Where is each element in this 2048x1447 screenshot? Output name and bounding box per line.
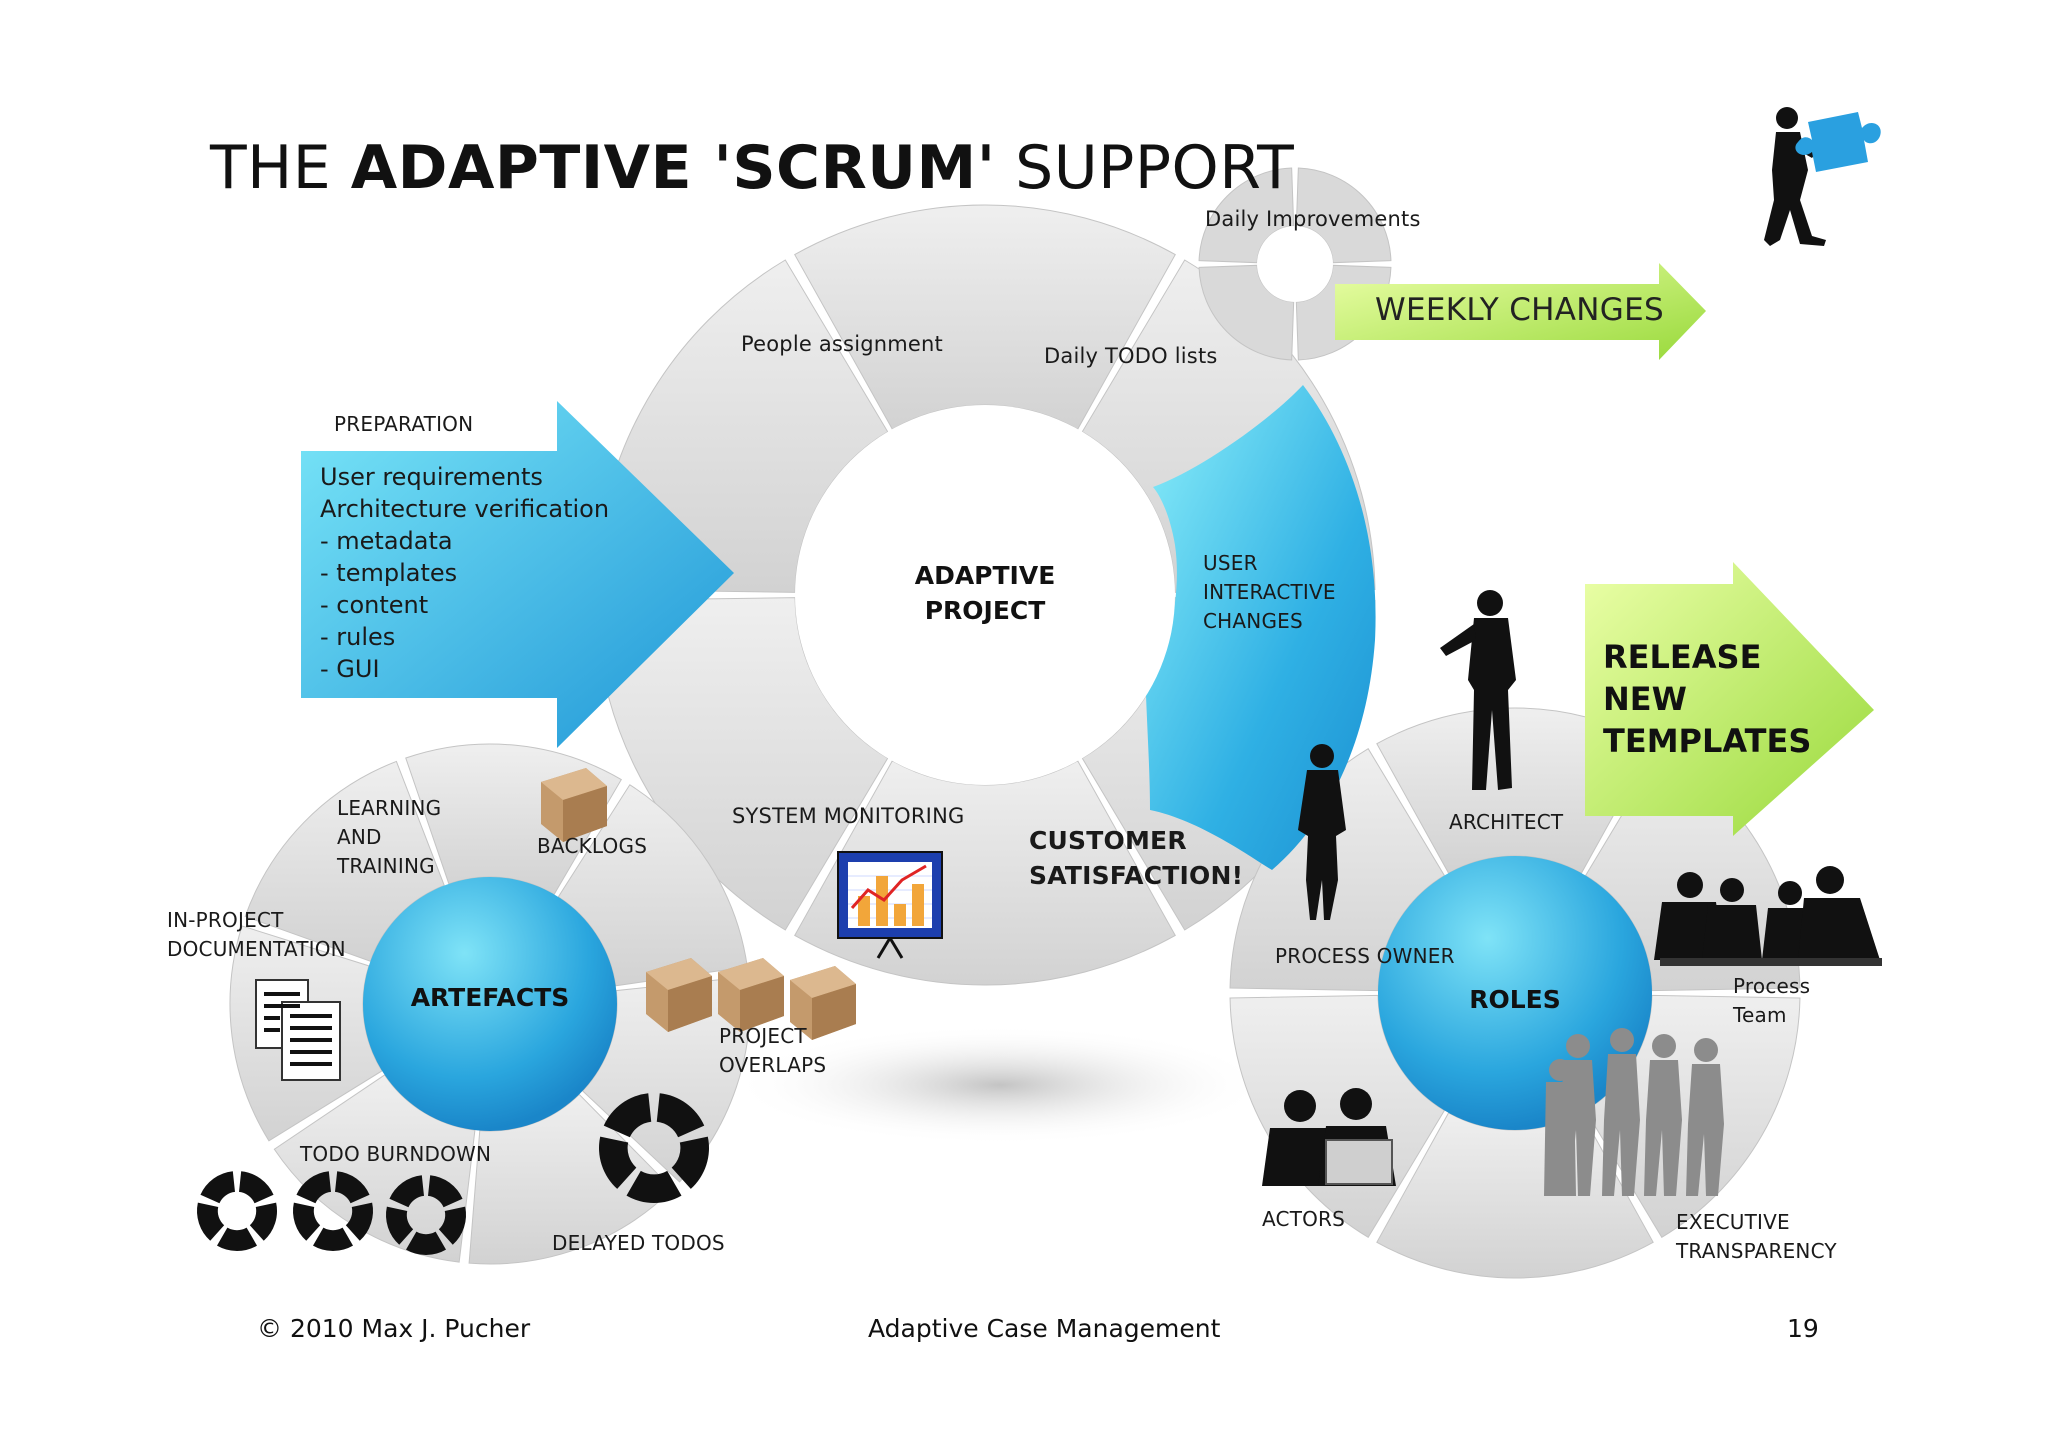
title-bold: ADAPTIVE 'SCRUM' bbox=[350, 133, 996, 203]
daily-todo-label: Daily TODO lists bbox=[1044, 344, 1218, 368]
burndown-segment bbox=[335, 1171, 370, 1204]
backlogs-label: BACKLOGS bbox=[537, 834, 648, 858]
architect-silhouette-icon bbox=[1440, 590, 1516, 790]
box-icon bbox=[718, 958, 784, 1032]
burndown-segment bbox=[345, 1202, 374, 1241]
customer-satisfaction-label: CUSTOMER SATISFACTION! bbox=[1029, 826, 1244, 890]
footer-copyright: © 2010 Max J. Pucher bbox=[257, 1314, 531, 1343]
preparation-heading: PREPARATION bbox=[334, 412, 474, 436]
preparation-item: User requirements bbox=[320, 463, 543, 491]
puzzle-piece-icon bbox=[1795, 112, 1881, 172]
release-new-templates-label: RELEASE NEW TEMPLATES bbox=[1603, 638, 1812, 760]
adaptive-project-label: ADAPTIVE PROJECT bbox=[914, 561, 1056, 625]
page-title: THE ADAPTIVE 'SCRUM' SUPPORT bbox=[210, 132, 1294, 204]
title-suffix: SUPPORT bbox=[995, 133, 1295, 203]
process-team-label: Process Team bbox=[1733, 974, 1811, 1027]
burndown-segment bbox=[389, 1175, 424, 1208]
release-templates-arrow bbox=[1585, 562, 1874, 836]
weekly-changes-label: WEEKLY CHANGES bbox=[1375, 292, 1664, 328]
in-project-documentation-label: IN-PROJECT DOCUMENTATION bbox=[167, 908, 346, 961]
footer-title: Adaptive Case Management bbox=[868, 1314, 1221, 1343]
chart-board-icon bbox=[837, 851, 943, 959]
delayed-todos-label: DELAYED TODOS bbox=[552, 1231, 725, 1255]
roles-label: ROLES bbox=[1469, 985, 1561, 1014]
burndown-segment bbox=[296, 1171, 331, 1204]
burndown-segment bbox=[313, 1227, 353, 1251]
floor-shadow bbox=[730, 1025, 1270, 1145]
burndown-segment bbox=[239, 1171, 274, 1204]
adaptive-project-center bbox=[795, 405, 1175, 785]
system-monitoring-label: SYSTEM MONITORING bbox=[732, 804, 965, 828]
burndown-segment bbox=[385, 1206, 414, 1245]
preparation-item: - content bbox=[320, 591, 429, 619]
burndown-segment bbox=[438, 1206, 466, 1245]
artefacts-label: ARTEFACTS bbox=[410, 983, 570, 1012]
actors-label: ACTORS bbox=[1262, 1207, 1346, 1231]
preparation-item: - GUI bbox=[320, 655, 380, 683]
box-icon bbox=[790, 966, 856, 1040]
small-cycle-center bbox=[1257, 226, 1333, 302]
burndown-segment bbox=[656, 1093, 705, 1138]
box-icon bbox=[541, 768, 607, 842]
documents-icon bbox=[255, 979, 341, 1081]
process-owner-silhouette-icon bbox=[1298, 744, 1346, 920]
process-team-icon bbox=[1654, 866, 1882, 966]
actors-icon bbox=[1262, 1088, 1396, 1186]
burndown-segment bbox=[249, 1202, 277, 1241]
burndown-segment bbox=[406, 1231, 446, 1255]
executive-transparency-label: EXECUTIVE TRANSPARENCY bbox=[1676, 1210, 1837, 1263]
daily-improvements-label: Daily Improvements bbox=[1205, 207, 1421, 231]
weekly-changes-arrow bbox=[1335, 263, 1706, 360]
people-assignment-label: People assignment bbox=[741, 332, 943, 356]
user-interactive-label: USER INTERACTIVE CHANGES bbox=[1203, 551, 1336, 633]
burndown-icons bbox=[196, 1093, 709, 1255]
preparation-item: - templates bbox=[320, 559, 458, 587]
burndown-segment bbox=[428, 1175, 463, 1208]
title-prefix: THE bbox=[210, 133, 351, 203]
burndown-segment bbox=[217, 1227, 257, 1251]
todo-burndown-label: TODO BURNDOWN bbox=[300, 1142, 492, 1166]
footer-page-number: 19 bbox=[1787, 1314, 1819, 1343]
executives-icon bbox=[1544, 1028, 1724, 1196]
preparation-item: - rules bbox=[320, 623, 396, 651]
artefacts-center bbox=[363, 877, 617, 1131]
preparation-item: - metadata bbox=[320, 527, 453, 555]
ring-segment bbox=[1295, 167, 1392, 264]
burndown-segment bbox=[671, 1136, 709, 1189]
ring-segment bbox=[1198, 167, 1295, 264]
burndown-segment bbox=[599, 1136, 637, 1189]
box-icon bbox=[646, 958, 712, 1032]
project-overlaps-label: PROJECT OVERLAPS bbox=[719, 1024, 827, 1077]
burndown-segment bbox=[603, 1093, 652, 1138]
burndown-segment bbox=[292, 1202, 321, 1241]
learning-training-label: LEARNING AND TRAINING bbox=[337, 796, 442, 878]
burndown-segment bbox=[626, 1170, 682, 1203]
ring-segment bbox=[1198, 264, 1295, 361]
preparation-item: Architecture verification bbox=[320, 495, 610, 523]
preparation-arrow bbox=[301, 401, 734, 748]
burndown-segment bbox=[196, 1202, 225, 1241]
process-owner-label: PROCESS OWNER bbox=[1275, 944, 1455, 968]
architect-label: ARCHITECT bbox=[1449, 810, 1564, 834]
burndown-segment bbox=[200, 1171, 235, 1204]
